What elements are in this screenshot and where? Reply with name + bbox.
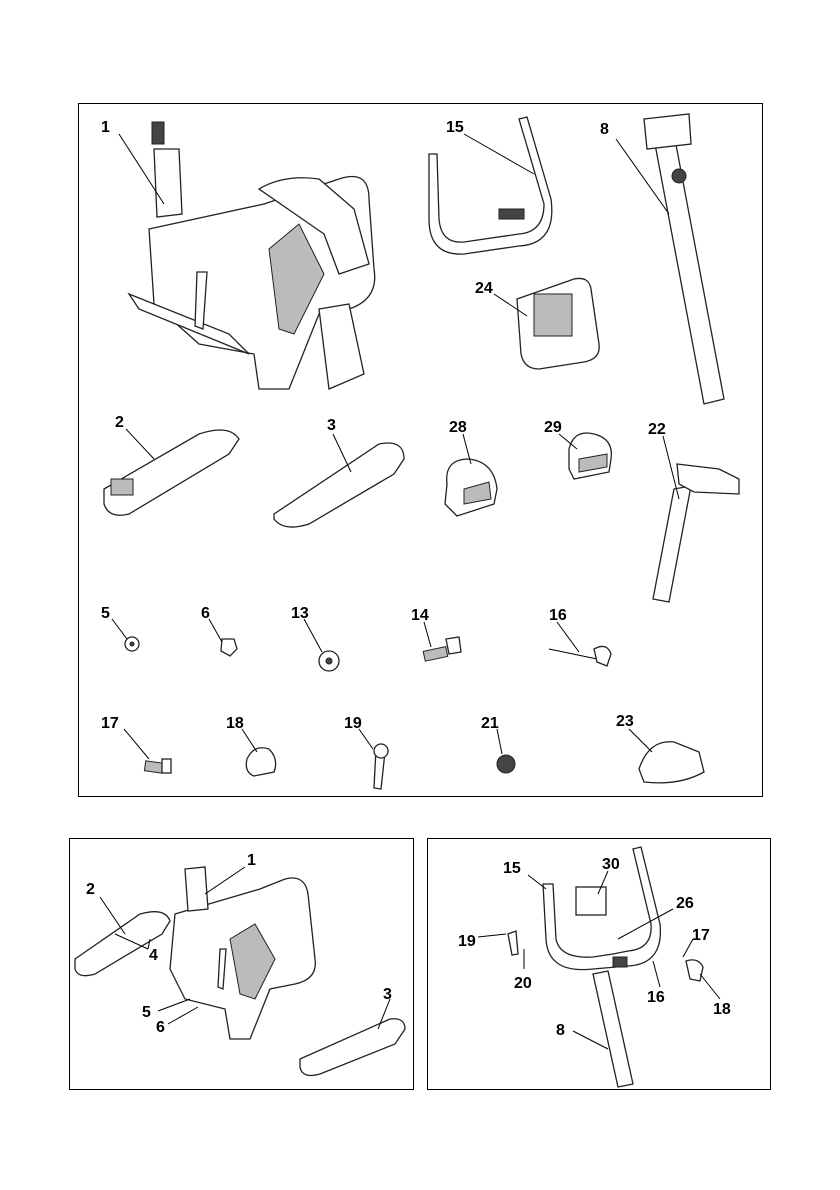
callout-15: 15 xyxy=(446,119,464,136)
step-left-callout-6: 6 xyxy=(156,1019,165,1036)
callout-18: 18 xyxy=(226,715,244,732)
step-left-callout-5: 5 xyxy=(142,1004,151,1021)
rear-cover-drawing xyxy=(274,443,404,527)
assembly-step-handlebar-panel: 15 30 26 19 20 17 16 18 8 xyxy=(427,838,771,1090)
callout-3: 3 xyxy=(327,417,336,434)
handlebar-drawing xyxy=(429,117,552,254)
step-left-callout-4: 4 xyxy=(149,947,158,964)
upright-post-drawing xyxy=(644,114,724,404)
callout-21: 21 xyxy=(481,715,499,732)
right-pedal-drawing xyxy=(569,433,611,479)
callout-5: 5 xyxy=(101,605,110,622)
callout-29: 29 xyxy=(544,419,562,436)
step-right-callout-17: 17 xyxy=(692,927,710,944)
frame-assembly-drawing xyxy=(75,867,405,1075)
left-pedal-drawing xyxy=(445,459,497,516)
callout-28: 28 xyxy=(449,419,467,436)
callout-17: 17 xyxy=(101,715,119,732)
callout-14: 14 xyxy=(411,607,429,624)
assembly-step-handlebar-drawing: 15 30 26 19 20 17 16 18 8 xyxy=(428,839,770,1089)
step-right-callout-30: 30 xyxy=(602,856,620,873)
step-right-callout-15: 15 xyxy=(503,860,521,877)
callout-16: 16 xyxy=(549,607,567,624)
front-cover-drawing xyxy=(104,430,239,515)
callout-2: 2 xyxy=(115,414,124,431)
step-left-callout-2: 2 xyxy=(86,881,95,898)
step-right-callout-20: 20 xyxy=(514,975,532,992)
step-right-callout-16: 16 xyxy=(647,989,665,1006)
callout-22: 22 xyxy=(648,421,666,438)
callout-23: 23 xyxy=(616,713,634,730)
callout-1: 1 xyxy=(101,119,110,136)
seat-post-drawing xyxy=(653,464,739,602)
main-frame-drawing xyxy=(129,122,375,389)
callout-13: 13 xyxy=(291,605,309,622)
callout-24: 24 xyxy=(475,280,493,297)
assembly-step-frame-panel: 1 2 4 5 6 3 xyxy=(69,838,414,1090)
parts-overview-drawing: 1 15 8 24 2 3 28 29 22 5 6 13 14 16 17 1… xyxy=(79,104,762,796)
step-left-callout-1: 1 xyxy=(247,852,256,869)
console-drawing xyxy=(517,278,599,369)
callout-8: 8 xyxy=(600,121,609,138)
parts-overview-panel: 1 15 8 24 2 3 28 29 22 5 6 13 14 16 17 1… xyxy=(78,103,763,797)
step-right-callout-8: 8 xyxy=(556,1022,565,1039)
step-right-callout-26: 26 xyxy=(676,895,694,912)
bottom-hardware-drawings xyxy=(144,742,704,789)
callout-6: 6 xyxy=(201,605,210,622)
hardware-drawings xyxy=(125,637,611,671)
step-right-callout-19: 19 xyxy=(458,933,476,950)
step-right-callout-18: 18 xyxy=(713,1001,731,1018)
callout-19: 19 xyxy=(344,715,362,732)
step-left-callout-3: 3 xyxy=(383,986,392,1003)
assembly-step-frame-drawing: 1 2 4 5 6 3 xyxy=(70,839,413,1089)
handlebar-assembly-drawing xyxy=(508,847,703,1087)
